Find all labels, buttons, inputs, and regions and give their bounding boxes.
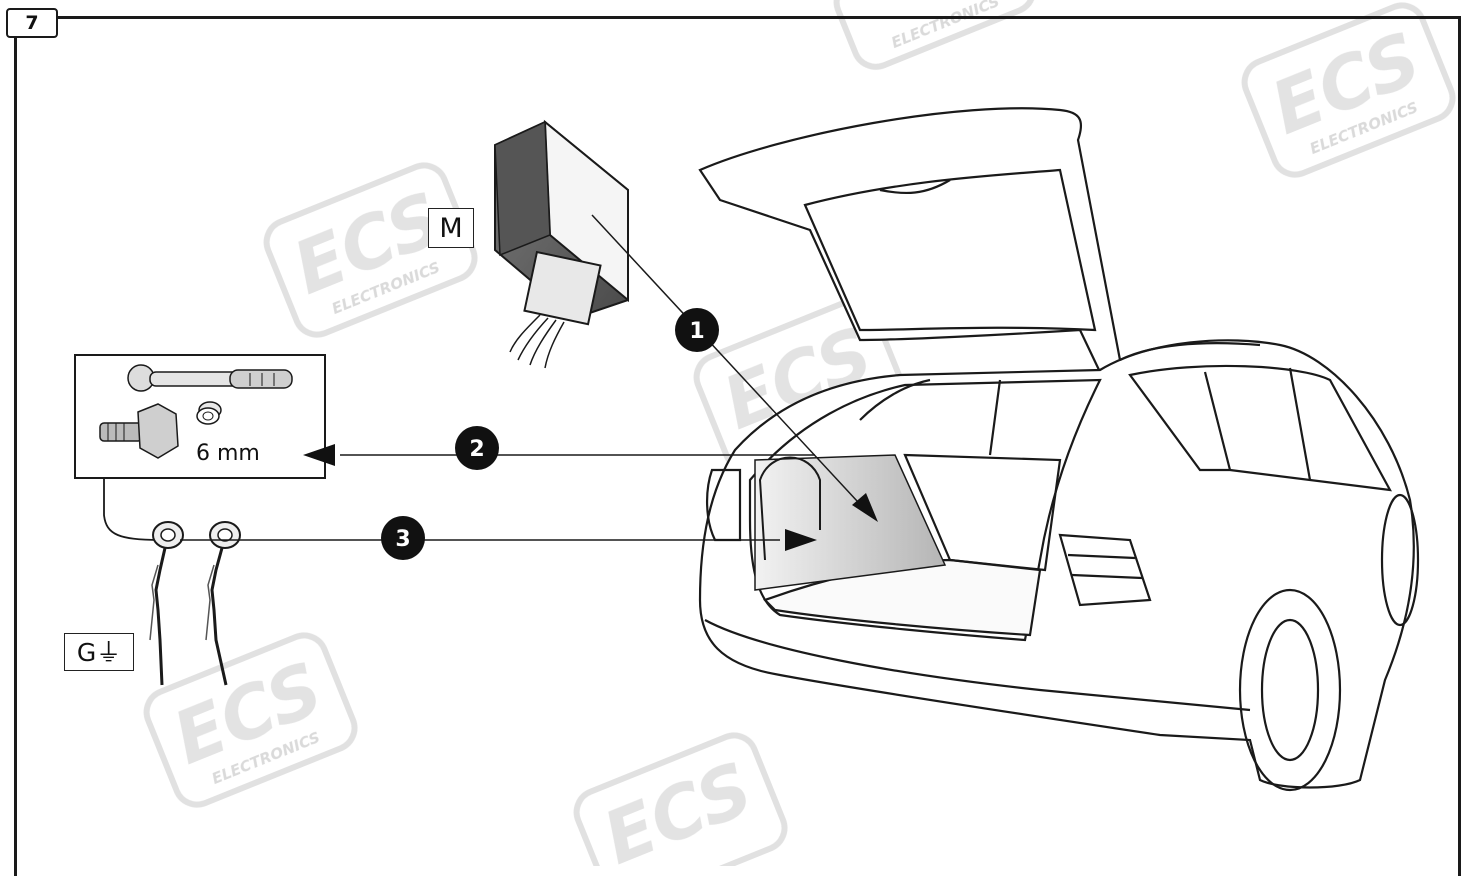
control-module [494,119,629,369]
bolt-icon [99,403,179,459]
callout-1: 1 [675,308,719,352]
figure-frame [14,16,1461,876]
ground-cable [103,478,161,541]
car-outline [698,107,1420,792]
callout-2: 2 [455,426,499,470]
tools-inset [74,354,326,479]
tool-size-label: 6 mm [196,441,260,466]
step-number: 7 [6,8,58,38]
ring-terminal-left [149,521,184,686]
leader-line-3 [180,529,817,551]
socket-icon [196,401,222,425]
callout-3: 3 [381,516,425,560]
svg-text:3: 3 [395,527,410,552]
ground-label-g: G⏚ [64,633,134,671]
ratchet-wrench-icon [127,364,293,392]
svg-text:1: 1 [689,319,704,344]
leader-line-1 [591,214,878,522]
leader-line-2 [303,444,815,466]
trim-panel [754,454,947,591]
ring-terminal-right [205,521,241,686]
module-label-m: M [428,208,474,248]
svg-text:2: 2 [469,437,484,462]
cable-loop [758,456,821,561]
module-wires [509,314,565,369]
